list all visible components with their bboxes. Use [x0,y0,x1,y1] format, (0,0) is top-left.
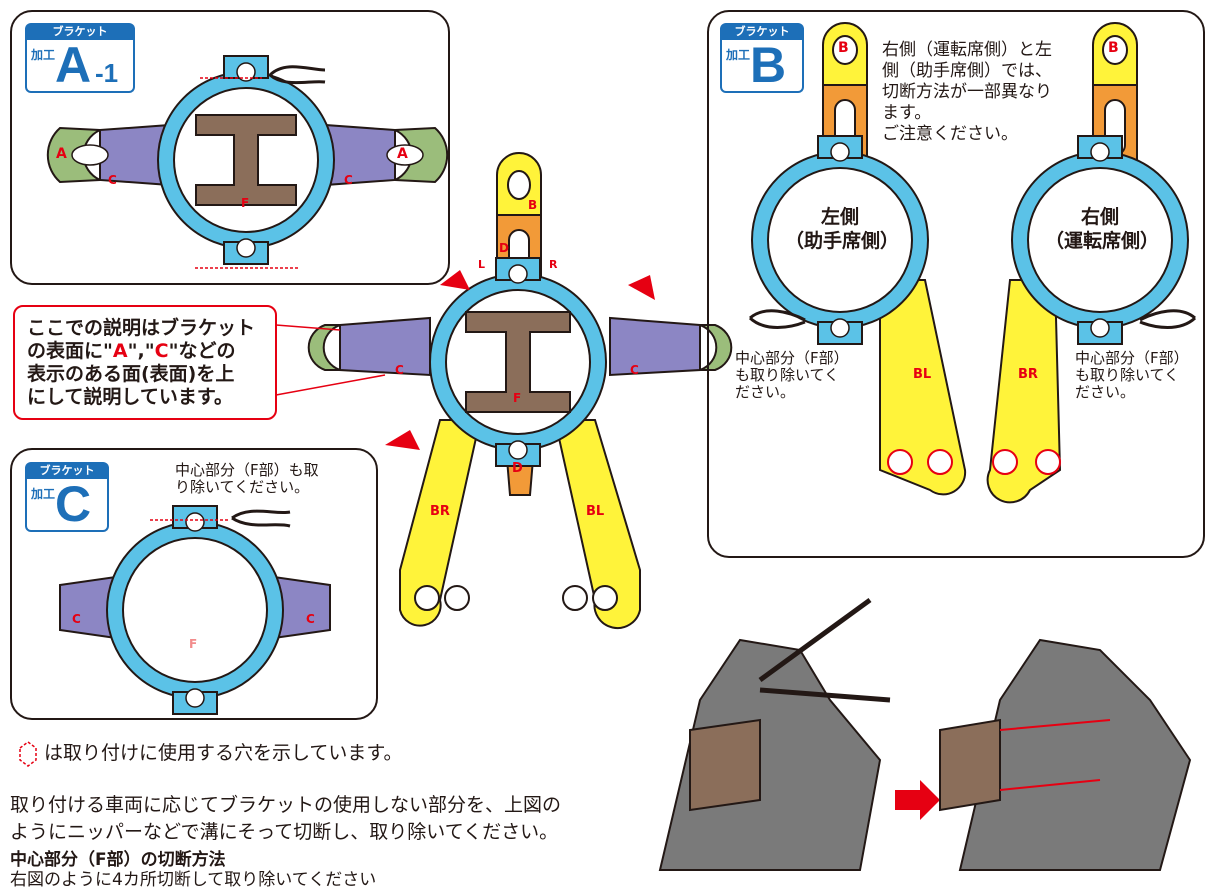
tag-a1: ブラケット 加工 A -1 [25,23,135,93]
part-label-bl-b: BL [913,367,932,382]
central-bracket-art [307,152,733,630]
left-side-label: 左側 （助手席側） [785,206,900,252]
panel-b-art [748,22,1197,504]
tag-letter: A [55,37,92,93]
f-section-line: 右図のように4カ所切断して取り除いてください [10,870,377,890]
hole-note: は取り付けに使用する穴を示しています。 [44,742,403,764]
part-label-a-a1-left: A [56,146,67,162]
panel-a1 [10,10,450,285]
part-label-f-a1: F [241,196,250,210]
part-label-f-c: F [189,637,198,651]
callout-box: ここでの説明はブラケット の表面に"A","C"などの 表示のある面(表面)を上… [13,305,277,420]
f-section-title: 中心部分（F部）の切断方法 [10,850,226,870]
part-label-c-right: C [306,612,315,626]
panel-c-note: 中心部分（F部）も取 り除いてください。 [175,461,319,496]
tag-kako: 加工 [726,48,751,62]
panel-b [707,10,1205,558]
tag-header: ブラケット [25,23,135,40]
panel-a1-art [46,55,449,269]
tag-b: ブラケット 加工 B [720,23,804,93]
part-label-c-a1-left: C [108,173,117,187]
callout-line-a [275,324,341,331]
part-label-b-center: B [528,198,538,212]
tag-kako: 加工 [31,487,56,501]
part-label-f-center: F [513,391,522,405]
tag-letter: C [55,476,92,532]
left-center-note: 中心部分（F部） も取り除いてく ださい。 [735,349,849,401]
part-label-c-left: C [72,612,81,626]
part-label-bl-center: BL [586,504,605,519]
cut-instructions: 取り付ける車両に応じてブラケットの使用しない部分を、上図の ようにニッパーなどで… [10,794,562,843]
part-label-a-a1-right: A [397,146,408,162]
tag-header: ブラケット [720,23,804,40]
part-label-d-top-center: D [499,241,509,255]
tag-c: ブラケット 加工 C [25,462,109,532]
right-center-note: 中心部分（F部） も取り除いてく ださい。 [1075,349,1189,401]
photo-cutting [658,597,1192,871]
part-label-d-center: D [512,461,523,476]
hole-marker-icon [19,741,37,767]
tag-kako: 加工 [31,48,56,62]
panel-c [10,448,378,720]
part-label-c-center-right: C [630,363,639,377]
part-label-c-center-left: C [395,363,404,377]
part-label-r-center: R [549,258,558,271]
tag-letter: B [750,37,787,93]
panel-b-note: 右側（運転席側）と左 側（助手席側）では、 切断方法が一部異なり ます。 ご注意… [882,40,1052,144]
part-label-l-center: L [478,258,486,271]
part-label-br-center: BR [430,504,450,519]
tag-sub: -1 [95,58,119,88]
part-label-c-a1-right: C [344,173,353,187]
right-side-label: 右側 （運転席側） [1045,206,1160,252]
panel-c-art [59,505,331,715]
callout-line-c [275,374,386,396]
part-label-b-left-top: B [838,40,849,56]
part-label-br-b: BR [1018,367,1038,382]
part-label-b-right-top: B [1108,40,1119,56]
tag-header: ブラケット [25,462,109,479]
